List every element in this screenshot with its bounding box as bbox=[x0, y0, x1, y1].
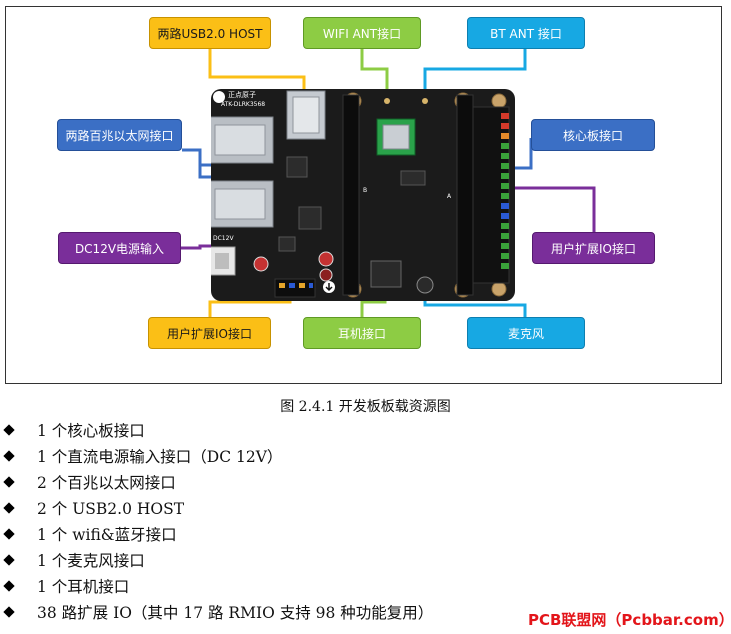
earphone-jack bbox=[370, 260, 402, 288]
chip bbox=[298, 206, 322, 230]
callout-user-io-bottom: 用户扩展IO接口 bbox=[148, 317, 271, 349]
callout-usb-host: 两路USB2.0 HOST bbox=[149, 17, 271, 49]
spec-text: 1 个耳机接口 bbox=[37, 578, 130, 596]
diamond-bullet-icon bbox=[4, 607, 15, 618]
mic-connector bbox=[416, 276, 434, 294]
spec-text: 1 个核心板接口 bbox=[37, 422, 145, 440]
board-side-a: A bbox=[447, 193, 452, 200]
io-header-pins bbox=[501, 113, 509, 269]
callout-microphone: 麦克风 bbox=[467, 317, 585, 349]
spec-item: 2 个百兆以太网接口 bbox=[4, 471, 176, 493]
capacitor bbox=[319, 268, 333, 282]
callout-bt-ant: BT ANT 接口 bbox=[467, 17, 585, 49]
diamond-bullet-icon bbox=[4, 477, 15, 488]
spec-item: 1 个直流电源输入接口（DC 12V） bbox=[4, 445, 282, 467]
callout-ethernet: 两路百兆以太网接口 bbox=[57, 119, 182, 151]
spec-text: 1 个 wifi&蓝牙接口 bbox=[37, 526, 177, 544]
wifi-ant-connector bbox=[384, 98, 390, 104]
callout-core-board: 核心板接口 bbox=[531, 119, 655, 151]
board-model: ATK-DLRK3568 bbox=[221, 101, 266, 108]
diamond-bullet-icon bbox=[4, 503, 15, 514]
bt-ant-connector bbox=[422, 98, 428, 104]
board-brand: 正点原子 bbox=[228, 91, 256, 99]
spec-text: 1 个直流电源输入接口（DC 12V） bbox=[37, 448, 283, 466]
board-dc-label: DC12V bbox=[213, 235, 234, 242]
chip bbox=[278, 236, 296, 252]
dev-board: 正点原子 ATK-DLRK3568 DC12V B A bbox=[211, 89, 515, 301]
diamond-bullet-icon bbox=[4, 451, 15, 462]
callout-wifi-ant: WIFI ANT接口 bbox=[303, 17, 421, 49]
mount-hole bbox=[491, 93, 507, 109]
spec-item: 1 个核心板接口 bbox=[4, 419, 145, 441]
spec-text: 1 个麦克风接口 bbox=[37, 552, 145, 570]
spec-item: 1 个耳机接口 bbox=[4, 575, 129, 597]
spec-item: 2 个 USB2.0 HOST bbox=[4, 497, 184, 519]
board-drawing bbox=[211, 90, 510, 298]
capacitor bbox=[253, 256, 269, 272]
core-header-left bbox=[342, 94, 360, 296]
callout-dc-input: DC12V电源输入 bbox=[58, 232, 181, 264]
chip bbox=[286, 156, 308, 178]
spec-text: 38 路扩展 IO（其中 17 路 RMIO 支持 98 种功能复用） bbox=[37, 604, 434, 622]
diamond-bullet-icon bbox=[4, 425, 15, 436]
spec-text: 2 个百兆以太网接口 bbox=[37, 474, 176, 492]
chip bbox=[400, 170, 426, 186]
callout-earphone: 耳机接口 bbox=[303, 317, 421, 349]
callout-user-io-right: 用户扩展IO接口 bbox=[532, 232, 655, 264]
watermark: PCB联盟网（Pcbbar.com） bbox=[528, 611, 731, 629]
capacitor bbox=[318, 251, 334, 267]
figure-caption: 图 2.4.1 开发板板载资源图 bbox=[280, 399, 451, 415]
spec-text: 2 个 USB2.0 HOST bbox=[37, 500, 185, 518]
spec-item: 38 路扩展 IO（其中 17 路 RMIO 支持 98 种功能复用） bbox=[4, 601, 433, 623]
diamond-bullet-icon bbox=[4, 555, 15, 566]
diamond-bullet-icon bbox=[4, 529, 15, 540]
diamond-bullet-icon bbox=[4, 581, 15, 592]
board-side-b: B bbox=[363, 187, 368, 194]
core-header-right bbox=[456, 94, 474, 296]
mount-hole bbox=[491, 281, 507, 297]
spec-item: 1 个麦克风接口 bbox=[4, 549, 145, 571]
spec-item: 1 个 wifi&蓝牙接口 bbox=[4, 523, 177, 545]
brand-logo-icon bbox=[213, 91, 225, 103]
